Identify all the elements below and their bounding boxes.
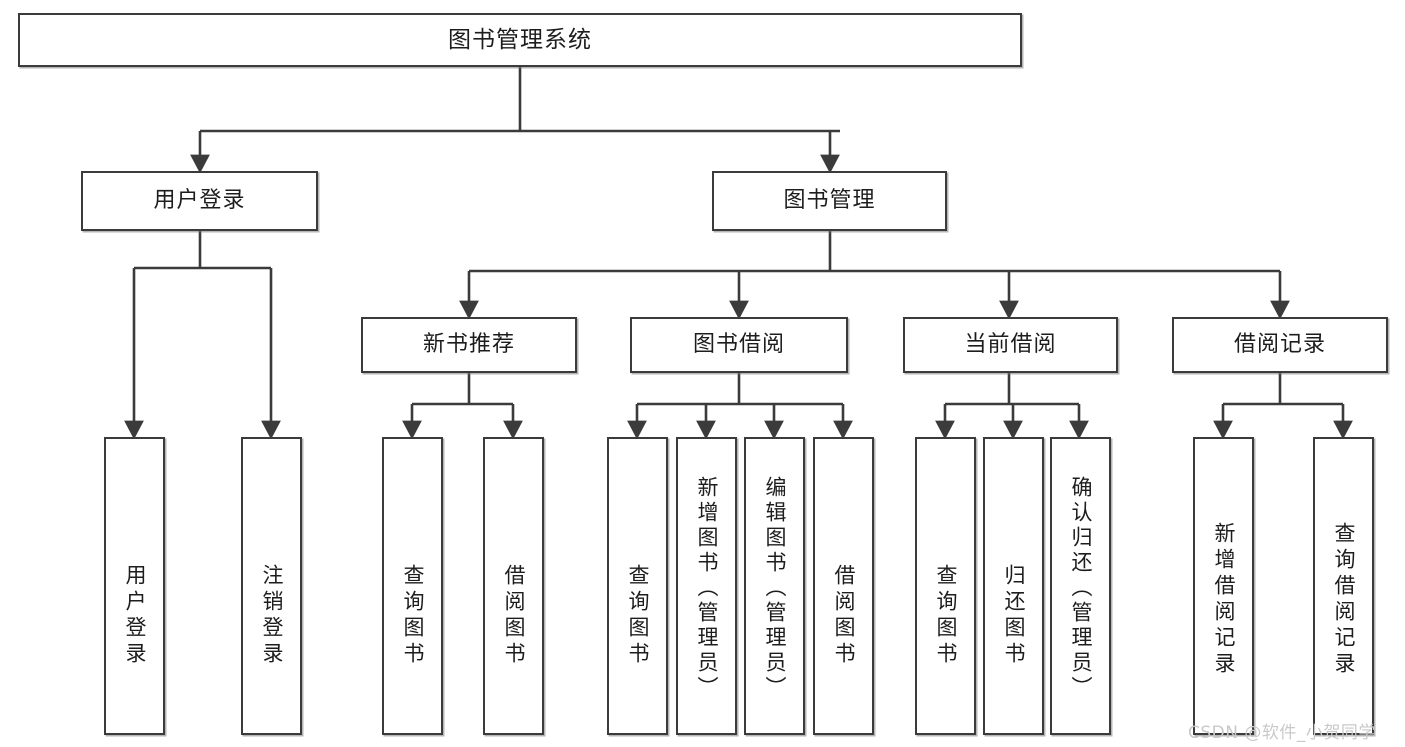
node-label: 查询图书 bbox=[626, 564, 650, 668]
leaf-book-borrow-action[interactable]: 借阅图书 bbox=[813, 437, 874, 735]
node-label: 借阅图书 bbox=[502, 564, 526, 668]
leaf-query-borrow-record[interactable]: 查询借阅记录 bbox=[1313, 437, 1374, 735]
leaf-current-query[interactable]: 查询图书 bbox=[915, 437, 976, 735]
leaf-logout[interactable]: 注销登录 bbox=[241, 437, 302, 735]
leaf-return-book[interactable]: 归还图书 bbox=[983, 437, 1044, 735]
node-label: 图书管理系统 bbox=[448, 26, 592, 53]
leaf-book-add-admin[interactable]: 新增图书（管理员） bbox=[676, 437, 737, 735]
node-label: 注销登录 bbox=[260, 564, 284, 668]
node-label: 新增图书（管理员） bbox=[695, 475, 719, 701]
node-label: 当前借阅 bbox=[964, 332, 1057, 358]
node-label: 图书借阅 bbox=[692, 332, 785, 358]
node-label: 编辑图书（管理员） bbox=[763, 475, 787, 701]
node-book-management[interactable]: 图书管理 bbox=[712, 171, 947, 231]
node-label: 查询图书 bbox=[401, 564, 425, 668]
node-label: 查询借阅记录 bbox=[1332, 522, 1356, 678]
node-user-login[interactable]: 用户登录 bbox=[81, 171, 318, 231]
node-label: 确认归还（管理员） bbox=[1069, 475, 1093, 701]
node-label: 新书推荐 bbox=[422, 332, 515, 358]
node-label: 借阅记录 bbox=[1233, 332, 1326, 358]
node-label: 查询图书 bbox=[934, 564, 958, 668]
node-current-borrow[interactable]: 当前借阅 bbox=[903, 317, 1118, 373]
node-borrow-records[interactable]: 借阅记录 bbox=[1172, 317, 1388, 373]
leaf-confirm-return-admin[interactable]: 确认归还（管理员） bbox=[1050, 437, 1111, 735]
leaf-new-book-borrow[interactable]: 借阅图书 bbox=[483, 437, 544, 735]
leaf-book-edit-admin[interactable]: 编辑图书（管理员） bbox=[744, 437, 805, 735]
node-label: 图书管理 bbox=[783, 188, 876, 214]
node-new-book-recommend[interactable]: 新书推荐 bbox=[361, 317, 577, 373]
node-label: 归还图书 bbox=[1002, 564, 1026, 668]
node-label: 用户登录 bbox=[123, 564, 147, 668]
leaf-user-login[interactable]: 用户登录 bbox=[104, 437, 165, 735]
leaf-add-borrow-record[interactable]: 新增借阅记录 bbox=[1193, 437, 1254, 735]
watermark-text: CSDN @软件_小贺同学 bbox=[1188, 723, 1376, 743]
node-label: 新增借阅记录 bbox=[1212, 522, 1236, 678]
node-label: 用户登录 bbox=[153, 188, 246, 214]
node-root-book-management-system[interactable]: 图书管理系统 bbox=[18, 13, 1022, 67]
node-book-borrow[interactable]: 图书借阅 bbox=[630, 317, 848, 373]
leaf-new-book-query[interactable]: 查询图书 bbox=[382, 437, 443, 735]
leaf-book-borrow-query[interactable]: 查询图书 bbox=[607, 437, 668, 735]
node-label: 借阅图书 bbox=[832, 564, 856, 668]
